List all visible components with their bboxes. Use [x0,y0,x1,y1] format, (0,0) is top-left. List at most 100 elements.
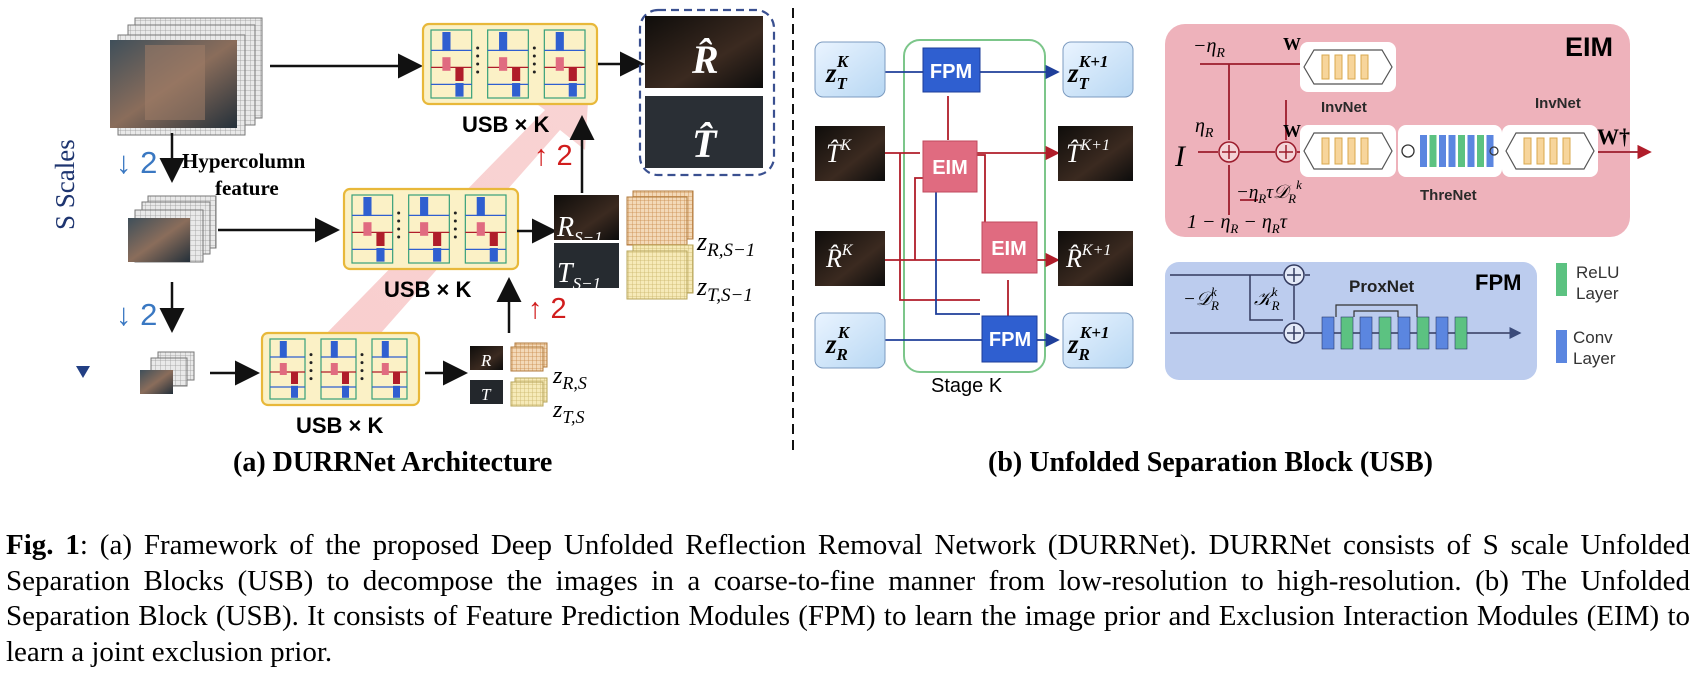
eim-w-dagger-label: W† [1597,124,1630,149]
svg-text:zRK+1: zRK+1 [1067,323,1109,364]
panel-b: Stage K FPM EIM EIM FPM [814,24,1652,478]
z-t-s1-label: zT,S−1 [696,272,753,306]
invnet-block-mid [1300,125,1396,177]
z-t-s-label: zT,S [552,397,585,427]
proxnet-label: ProxNet [1349,277,1415,296]
usb-block-fine [421,22,599,106]
input-feature-stack-medium [128,195,217,263]
output-r-s1-image [554,195,619,240]
output-r-tile: R̂K+1 [1058,231,1133,286]
downsample-label-1: ↓ 2 [116,145,157,180]
eim-one-minus: 1 − ηR − ηRτ [1187,211,1288,236]
input-feature-stack-small [140,351,195,394]
legend-conv-line1: Conv [1573,328,1613,347]
input-z-r-tile: zRK [814,312,886,369]
usb-label-coarse: USB × K [296,413,384,438]
fpm-panel-title: FPM [1475,270,1521,295]
input-feature-stack-large [110,17,263,136]
eim-module-t[interactable] [922,140,978,193]
panel-a-title: (a) DURRNet Architecture [233,447,552,478]
stage-k-frame [903,39,1046,373]
eim-eta: ηR [1195,115,1214,141]
invnet-label-1: InvNet [1321,99,1367,116]
upsample-label-2: ↑ 2 [528,293,567,325]
legend-relu-line1: ReLU [1576,263,1619,282]
feature-z-r-s1 [626,190,694,246]
legend-relu-swatch [1556,263,1567,296]
eim-module-r-label: EIM [991,238,1027,260]
feature-z-t-s1 [626,244,694,300]
output-t-s1-label: TS−1 [557,258,601,293]
eim-w-label-2: W [1283,121,1301,141]
fpm-neg-d: −𝒟Rk [1183,284,1219,313]
feature-z-r-s [510,342,548,372]
output-t-s-image [470,380,503,404]
output-t-hat-image [645,96,763,168]
caption-text: : (a) Framework of the proposed Deep Unf… [6,529,1690,668]
proxnet-block [1321,304,1468,350]
output-t-tile: T̂K+1 [1058,126,1133,181]
legend-conv-swatch [1556,330,1567,363]
figure-diagram: S Scales ↓ 2 Hypercolumn feature ↓ 2 [50,8,1652,478]
output-t-hat-label: T̂ [692,121,718,166]
feature-label: feature [215,176,279,200]
z-r-s-label: zR,S [552,363,587,393]
panel-b-title: (b) Unfolded Separation Block (USB) [988,447,1433,478]
hypercolumn-label: Hypercolumn [182,149,306,173]
feature-z-t-s [510,377,548,407]
legend-relu-line2: Layer [1576,284,1619,303]
eim-detail-panel: EIM −ηR ηR I −ηRτ𝒟Rk 1 − ηR − ηRτ [1165,24,1652,237]
svg-text:T̂K: T̂K [826,137,852,168]
output-r-s-image [470,346,503,370]
output-r-s-label: R [480,351,492,370]
output-z-r-tile: zRK+1 [1062,312,1134,369]
usb-label-medium: USB × K [384,277,472,302]
output-r-hat-image [645,16,763,88]
eim-module-r[interactable] [981,221,1038,274]
fpm-k: 𝒦Rk [1254,284,1280,313]
invnet-label-2: InvNet [1535,95,1581,112]
svg-text:T̂K+1: T̂K+1 [1066,137,1110,168]
eim-minus-eta-tau-d: −ηRτ𝒟Rk [1236,177,1302,206]
scales-axis-label: S Scales [50,139,80,230]
output-r-s1-label: RS−1 [556,212,603,247]
stage-k-label: Stage K [931,375,1003,397]
caption-label: Fig. 1 [6,529,80,561]
usb-block-coarse [260,331,421,407]
eim-input-i: I [1174,140,1187,173]
eim-panel-title: EIM [1565,32,1613,62]
output-t-s1-image [554,243,619,288]
eim-module-t-label: EIM [932,157,968,179]
upsample-label-1: ↑ 2 [534,140,573,172]
invnet-block-right [1502,125,1598,177]
fpm-module-top[interactable] [922,47,981,93]
threnet-label: ThreNet [1420,187,1477,204]
usb-label-fine: USB × K [462,112,550,137]
svg-text:zTK+1: zTK+1 [1067,52,1108,93]
legend-conv-line2: Layer [1573,349,1616,368]
fpm-module-bottom[interactable] [981,315,1038,363]
invnet-block-top [1300,42,1396,92]
svg-text:R̂K+1: R̂K+1 [1065,242,1111,273]
output-r-hat-label: R̂ [691,37,719,82]
input-r-tile: R̂K [815,231,885,286]
z-r-s1-label: zR,S−1 [696,227,755,261]
eim-minus-eta: −ηR [1193,35,1225,61]
threnet-block [1398,125,1502,177]
svg-text:zRK: zRK [825,323,851,364]
usb-block-medium [342,187,520,271]
output-dashed-frame [638,8,776,177]
downsample-label-2: ↓ 2 [116,297,157,332]
eim-w-label-1: W [1283,34,1301,54]
fpm-detail-panel: FPM −𝒟Rk 𝒦Rk ProxNet [1165,262,1537,380]
panel-a: S Scales ↓ 2 Hypercolumn feature ↓ 2 [50,8,776,478]
svg-text:R̂K: R̂K [825,242,854,273]
stage-connections [885,64,1060,348]
figure-caption: Fig. 1: (a) Framework of the proposed De… [6,528,1690,670]
layer-legend: ReLU Layer Conv Layer [1556,263,1619,368]
fpm-module-bottom-label: FPM [989,329,1031,351]
fpm-module-top-label: FPM [930,61,972,83]
input-z-t-tile: zTK [814,41,886,98]
svg-text:zTK: zTK [825,52,850,93]
input-t-tile: T̂K [815,126,885,181]
